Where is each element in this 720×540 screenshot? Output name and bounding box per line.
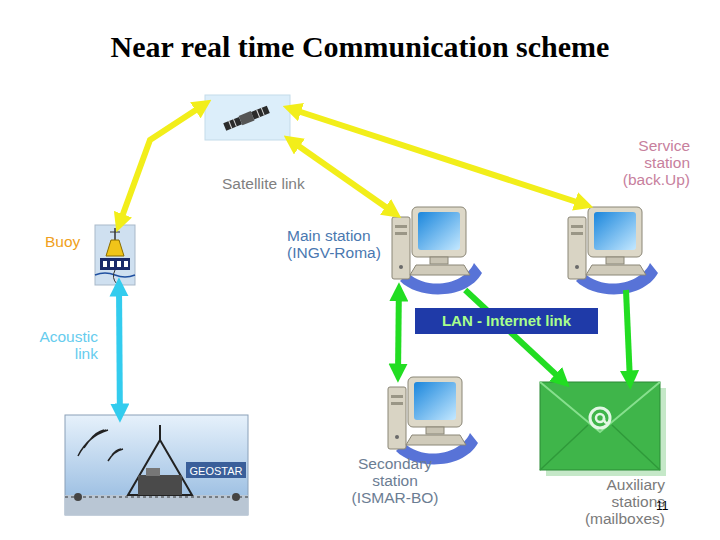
- network-link-box: LAN - Internet link: [415, 308, 598, 334]
- buoy-picture: [95, 225, 135, 285]
- computer-icon: [568, 207, 658, 294]
- illustration-part: [540, 382, 660, 470]
- seabed-observatory: GEOSTAR: [65, 415, 248, 515]
- mail-envelope-icon: [540, 382, 666, 476]
- illustration-part: [540, 382, 660, 432]
- illustration-part: [233, 119, 236, 126]
- illustration-part: [117, 261, 121, 267]
- illustration-part: [78, 430, 108, 456]
- network-arrow: [465, 290, 564, 382]
- seabed-observatory-picture: [65, 415, 248, 515]
- illustration-part: [65, 415, 248, 515]
- illustration-part: [110, 261, 114, 267]
- illustration-part: [540, 425, 660, 470]
- link-arrow: [119, 104, 205, 225]
- node-label: GEOSTAR: [186, 463, 246, 480]
- network-arrow: [395, 290, 402, 375]
- illustration-part: [604, 418, 610, 423]
- illustration-part: [95, 225, 135, 285]
- illustration-part: [251, 106, 270, 120]
- illustration-part: [223, 105, 270, 132]
- buoy-box: Buoy: [95, 225, 135, 285]
- illustration-part: [113, 270, 117, 284]
- illustration-part: [590, 408, 610, 428]
- link-arrow: [116, 285, 123, 415]
- computer-icon: [392, 207, 482, 294]
- page-number: 11: [656, 498, 686, 515]
- node-label: Service station (back.Up): [610, 137, 690, 188]
- node-label: LAN - Internet link: [415, 312, 598, 329]
- auxiliary-stations: Auxiliary stations (mailboxes): [540, 382, 660, 470]
- illustration-part: [261, 108, 264, 115]
- node-label: Main station (INGV-Roma): [287, 227, 387, 261]
- illustration-part: [110, 232, 120, 233]
- illustration-part: [65, 495, 248, 515]
- illustration-part: [229, 121, 232, 128]
- service-station: Service station (back.Up): [570, 205, 650, 290]
- illustration-part: [103, 261, 107, 267]
- computer-icon: [388, 377, 478, 464]
- illustration-part: [146, 468, 160, 476]
- node-label: Satellite link: [222, 175, 332, 192]
- satellite-picture: [205, 95, 290, 140]
- illustration-part: [257, 110, 260, 117]
- illustration-part: [138, 475, 182, 495]
- network-arrow: [626, 290, 630, 382]
- illustration-part: [65, 497, 248, 498]
- illustration-part: [232, 493, 240, 501]
- node-label: Buoy: [45, 233, 91, 250]
- illustration-part: [74, 493, 82, 501]
- illustration-part: [159, 425, 161, 440]
- illustration-part: [124, 261, 128, 267]
- illustration-part: [205, 95, 290, 140]
- node-label: Secondary station (ISMAR-BO): [345, 455, 445, 506]
- illustration-part: [100, 258, 130, 270]
- secondary-station: Secondary station (ISMAR-BO): [390, 375, 470, 455]
- node-label: Auxiliary stations (mailboxes): [570, 476, 665, 527]
- link-arrow: [290, 109, 586, 206]
- main-station: Main station (INGV-Roma): [395, 205, 473, 290]
- illustration-part: [223, 117, 242, 131]
- link-arrow: [290, 140, 395, 214]
- link-label: Acoustic link: [30, 328, 98, 362]
- illustration-part: [108, 449, 123, 461]
- illustration-part: [95, 273, 135, 277]
- illustration-part: [106, 240, 124, 256]
- diagram-title: Near real time Communication scheme: [0, 30, 720, 64]
- satellite-box: Satellite link: [205, 95, 290, 140]
- illustration-part: [128, 440, 192, 495]
